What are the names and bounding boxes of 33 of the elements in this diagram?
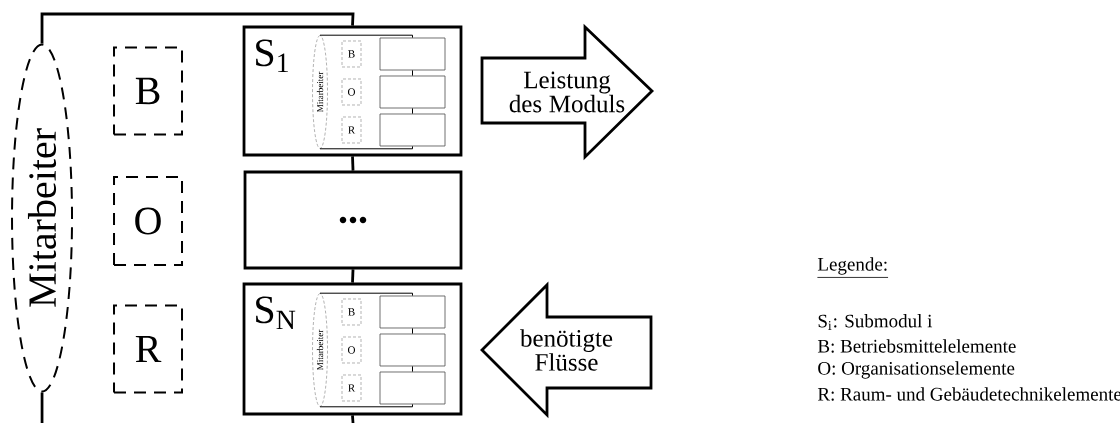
- connector-line: [412, 327, 413, 335]
- dashed-box: R: [341, 116, 362, 144]
- legend-heading: Legende:: [817, 257, 889, 278]
- connector-line: [40, 12, 355, 44]
- connector-line: [319, 34, 413, 39]
- dashed-box: B: [341, 298, 362, 326]
- dashed-box: B: [113, 46, 183, 136]
- legend-text: B: Betriebsmittelelemente: [817, 339, 1016, 353]
- dashed-box: O: [113, 176, 183, 266]
- connector-line: [351, 415, 355, 423]
- dashed-box: R: [341, 374, 362, 402]
- element-box: [379, 37, 446, 71]
- connector-line: [351, 269, 355, 283]
- element-box: [379, 333, 446, 367]
- dashed-box: O: [341, 336, 362, 364]
- connector-line: [40, 392, 44, 423]
- connector-line: [412, 365, 413, 373]
- dashed-box: R: [113, 304, 183, 394]
- connector-line: [412, 107, 413, 115]
- dashed-box: B: [341, 40, 362, 68]
- legend-text: O: Organisationselemente: [818, 361, 1015, 379]
- ellipsis-box: ...: [243, 170, 463, 270]
- connector-line: [319, 403, 413, 408]
- element-box: [379, 113, 446, 147]
- connector-line: [319, 145, 413, 150]
- connector-line: [319, 292, 413, 297]
- dashed-box: O: [341, 78, 362, 106]
- element-box: [379, 75, 446, 109]
- element-box: [379, 371, 446, 405]
- element-box: [379, 295, 446, 329]
- legend-text: S$_{i}$: Submodul i: [818, 314, 933, 330]
- connector-line: [351, 156, 355, 171]
- connector-line: [412, 69, 413, 77]
